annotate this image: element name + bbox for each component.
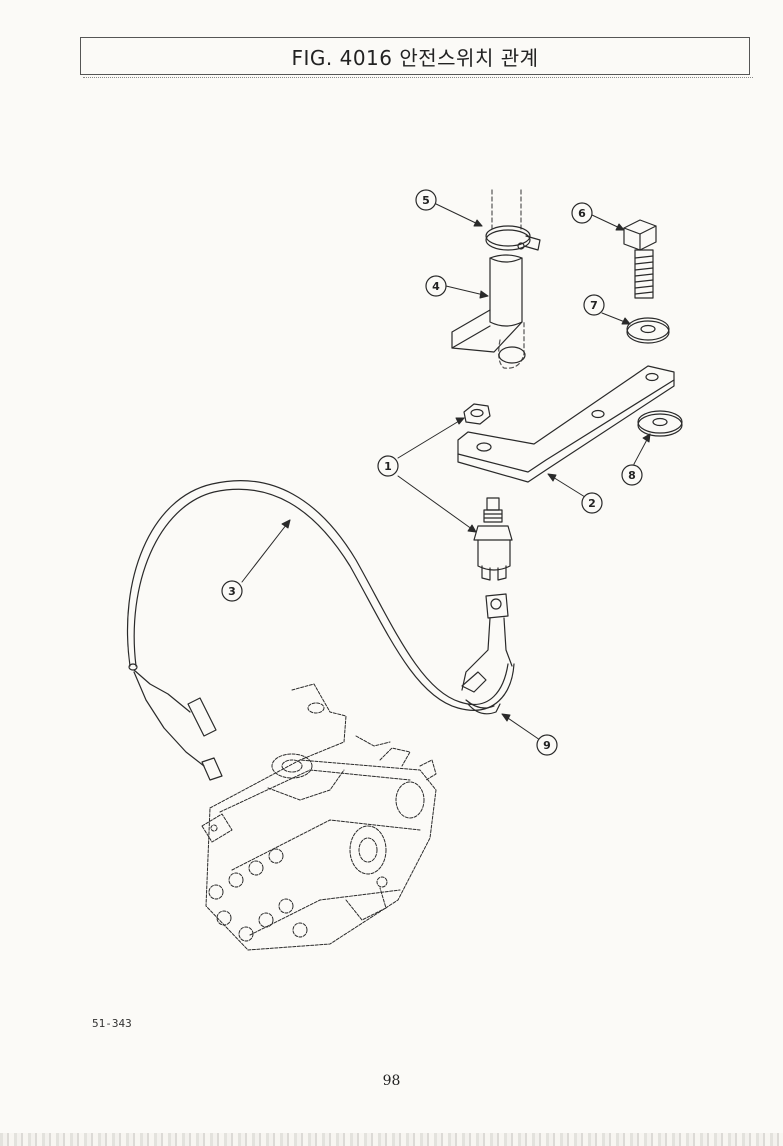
callout-1-label: 1	[384, 460, 392, 473]
callout-8	[621, 464, 643, 486]
figure-code: 51-343	[92, 1017, 132, 1030]
plate-bracket	[457, 365, 675, 483]
callout-6-label: 6	[578, 207, 586, 220]
callout-1	[377, 455, 399, 477]
pipe-centerline	[491, 189, 525, 369]
injection-pump	[201, 683, 437, 951]
bolt	[623, 219, 657, 299]
leader-lines	[241, 202, 651, 741]
bracket-sleeve	[451, 254, 526, 364]
figure-title: FIG. 4016 안전스위치 관계	[80, 37, 753, 78]
callout-3	[221, 580, 243, 602]
hose-clamp	[485, 225, 541, 251]
nut	[463, 403, 491, 425]
callout-9	[536, 734, 558, 756]
callout-7	[583, 294, 605, 316]
page-number: 98	[382, 1073, 401, 1089]
cable-clip	[465, 699, 501, 715]
callout-4-label: 4	[432, 280, 440, 293]
callout-5	[415, 189, 437, 211]
callout-5-label: 5	[422, 194, 430, 207]
scan-edge	[0, 1133, 783, 1146]
callout-3-label: 3	[228, 585, 236, 598]
washer-7	[626, 317, 670, 344]
washer-8	[637, 410, 683, 437]
callout-9-label: 9	[543, 739, 551, 752]
callout-4	[425, 275, 447, 297]
callout-2	[581, 492, 603, 514]
safety-switch	[473, 497, 513, 581]
callout-2-label: 2	[588, 497, 596, 510]
callout-7-label: 7	[590, 299, 598, 312]
callout-6	[571, 202, 593, 224]
callout-8-label: 8	[628, 469, 636, 482]
wire-harness	[126, 480, 515, 781]
callouts	[221, 189, 643, 756]
